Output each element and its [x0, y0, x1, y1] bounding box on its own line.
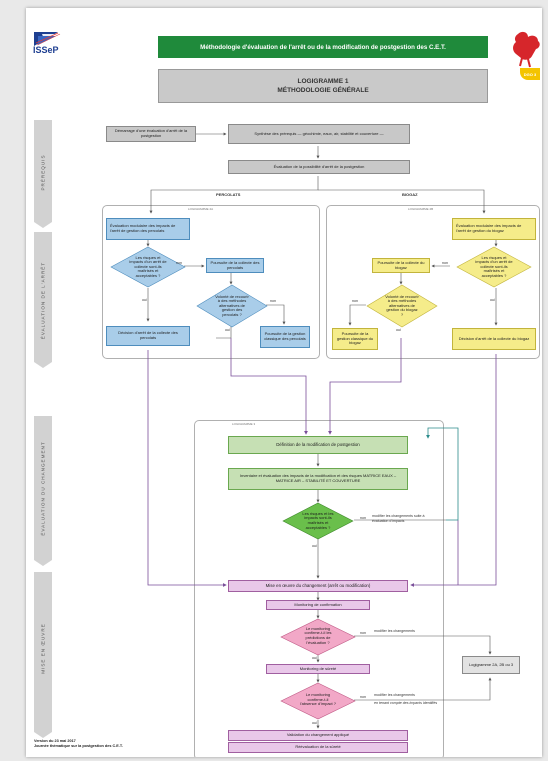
- branch-label-percolats: PERCOLATS: [216, 192, 241, 197]
- phase-arrow-mise-en-oeuvre: [34, 572, 52, 738]
- logigramme-number: LOGIGRAMME 1: [297, 78, 349, 85]
- edge-label-chg-non: non: [360, 516, 366, 520]
- edge-label-conf-oui: oui: [312, 656, 317, 660]
- phase-arrows: [34, 120, 52, 738]
- node-logigramme-ref: Logigramme 2A, 2B ou 3: [462, 656, 520, 674]
- node-definition: Définition de la modification de postges…: [228, 436, 408, 454]
- issep-logo: ISSeP: [32, 30, 68, 56]
- node-sur-d: Le monitoring confirme-t-il l'absence d'…: [300, 692, 336, 707]
- rooster-icon: [513, 31, 540, 68]
- node-bio-classique: Poursuite de la gestion classique du bio…: [332, 328, 378, 350]
- edge-label-chg-oui: oui: [312, 544, 317, 548]
- node-bio-d1-shape: [456, 246, 532, 288]
- dgo3-badge: DGO 3: [520, 68, 540, 80]
- node-perc-pours: Poursuite de la collecte des percolats: [206, 258, 264, 273]
- footer-event: Journée thématique sur la postgestion de…: [34, 744, 123, 748]
- issep-logo-icon: [34, 32, 62, 46]
- node-inventaire: Inventaire et évaluation des impacts de …: [228, 468, 408, 490]
- node-perc-d2-shape: [196, 284, 268, 328]
- node-bio-d2: Volonté de recourir à des méthodes alter…: [385, 293, 419, 317]
- node-reevaluation: Réévaluation de la sûreté: [228, 742, 408, 753]
- issep-logo-text: ISSeP: [33, 45, 59, 55]
- edge-label-modifier1: modifier les changements suite à évaluat…: [372, 514, 425, 523]
- node-perc-d1: Les risques et impacts d'un arrêt de col…: [129, 254, 167, 278]
- node-bio-d1: Les risques et impacts d'un arrêt de col…: [475, 254, 513, 278]
- edge-label-modifier2: modifier les changements: [374, 629, 415, 633]
- phase-arrow-evaluation-changement: [34, 416, 52, 566]
- document-title: Méthodologie d'évaluation de l'arrêt ou …: [158, 36, 488, 58]
- edge-label-bio-d1-non: non: [442, 261, 448, 265]
- edge-label-bio-d1-oui: oui: [490, 298, 495, 302]
- node-perc-eval: Évaluation modulaire des impacts de l'ar…: [106, 218, 190, 240]
- logigramme-subtitle: MÉTHODOLOGIE GÉNÉRALE: [277, 87, 369, 94]
- edge-label-bio-d2-non: non: [352, 299, 358, 303]
- document-page: ISSeP Méthodologie d'évaluation de l'arr…: [26, 8, 542, 757]
- edge-label-perc-d2-oui: oui: [225, 328, 230, 332]
- edge-label-bio-d2-oui: oui: [396, 328, 401, 332]
- edge-label-sur-oui: oui: [312, 721, 317, 725]
- edge-label-perc-d2-non: non: [270, 299, 276, 303]
- footer-version: Version du 23 mai 2017: [34, 739, 76, 743]
- zone-percolats-label: LOGIGRAMME 2A: [188, 207, 214, 211]
- edge-label-conf-non: non: [360, 631, 366, 635]
- node-chg-d-shape: [282, 502, 354, 540]
- node-perc-d1-shape: [110, 246, 186, 288]
- flow-connectors: [146, 132, 498, 729]
- edge-label-perc-d1-non: non: [176, 261, 182, 265]
- edge-label-modifier3a: modifier les changements: [374, 693, 415, 697]
- phase-arrow-prerequis: [34, 120, 52, 228]
- node-conf-d-shape: [280, 618, 356, 656]
- node-conf-d: Le monitoring confirme-t-il les prédicti…: [304, 625, 332, 645]
- node-perc-classique: Poursuite de la gestion classique des pe…: [260, 326, 310, 348]
- wallonie-logo: DGO 3: [510, 30, 542, 82]
- node-start: Démarrage d'une évaluation d'arrêt de la…: [106, 126, 196, 142]
- node-chg-d: Les risques et les impacts sont-ils maît…: [302, 510, 334, 530]
- node-monitoring-conf: Monitoring de confirmation: [266, 600, 370, 610]
- node-perc-d2: Volonté de recourir à des méthodes alter…: [215, 293, 249, 317]
- node-sur-d-shape: [280, 682, 356, 720]
- footer: Version du 23 mai 2017 Journée thématiqu…: [34, 739, 123, 749]
- node-monitoring-sur: Monitoring de sûreté: [266, 664, 370, 674]
- node-possibilite: Évaluation de la possibilité d'arrêt de …: [228, 160, 410, 174]
- node-bio-eval: Évaluation modulaire des impacts de l'ar…: [452, 218, 536, 240]
- edge-label-perc-d1-oui: oui: [142, 298, 147, 302]
- node-bio-decision: Décision d'arrêt de la collecte du bioga…: [452, 328, 536, 350]
- node-synthese: Synthèse des prérequis — géochimie, eaux…: [228, 124, 410, 144]
- edge-label-modifier3b: en tenant compte des impacts identifiés: [374, 701, 438, 705]
- node-perc-decision: Décision d'arrêt de la collecte des perc…: [106, 326, 190, 346]
- zone-biogaz-label: LOGIGRAMME 2B: [408, 207, 434, 211]
- phase-arrow-evaluation-arret: [34, 232, 52, 368]
- node-mise: Mise en œuvre du changement (arrêt ou mo…: [228, 580, 408, 592]
- node-bio-d2-shape: [366, 284, 438, 328]
- edge-label-sur-non: non: [360, 695, 366, 699]
- node-validation: Validation du changement appliqué: [228, 730, 408, 741]
- node-bio-pours: Poursuite de la collecte du biogaz: [372, 258, 430, 273]
- zone-changement-label: LOGIGRAMME 3: [232, 422, 256, 426]
- branch-label-biogaz: BIOGAZ: [402, 192, 418, 197]
- logigramme-header: LOGIGRAMME 1 MÉTHODOLOGIE GÉNÉRALE: [158, 69, 488, 103]
